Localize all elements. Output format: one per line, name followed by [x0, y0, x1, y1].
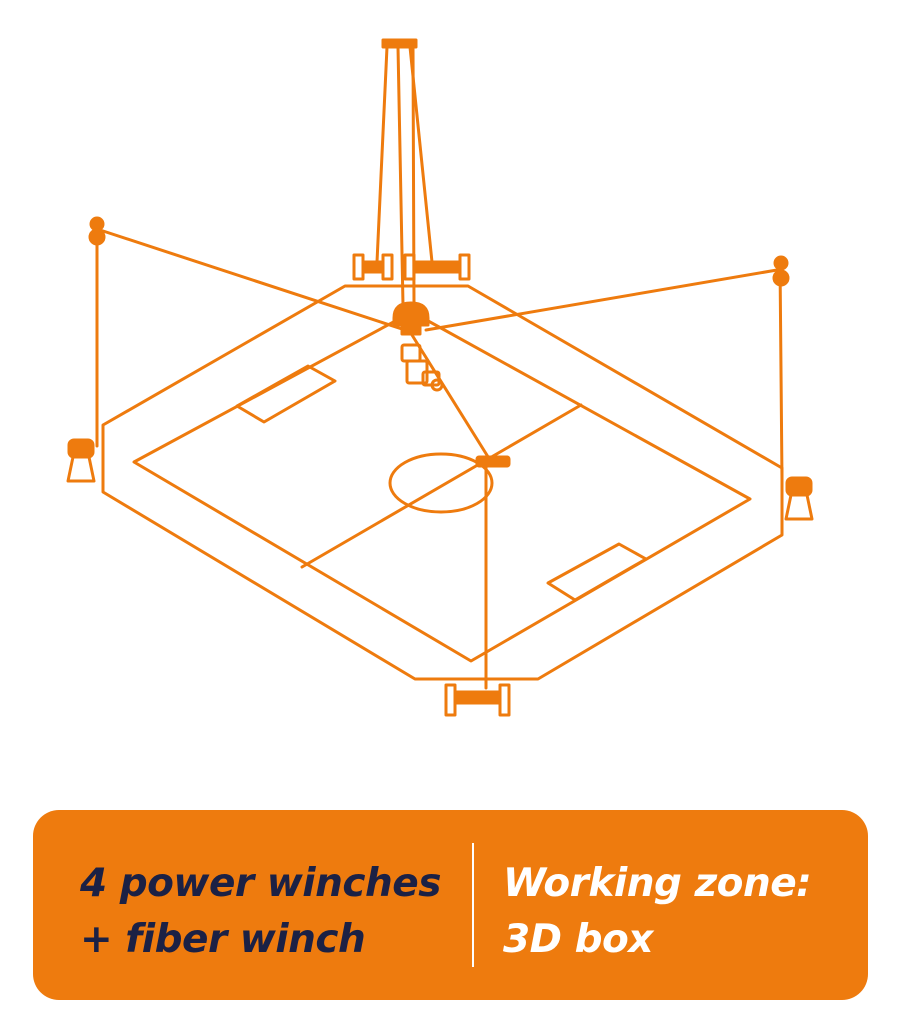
equipment-line-2: + fiber winch: [80, 917, 366, 962]
equipment-caption: 4 power winches + fiber winch: [80, 856, 441, 968]
fiber-winch-icon: [475, 455, 511, 468]
pulley-icon: [772, 255, 814, 521]
winch-icon: [403, 253, 471, 281]
working-zone-line-2: 3D box: [503, 917, 653, 962]
soccer-field-icon: [132, 310, 752, 663]
info-panel: 4 power winches + fiber winch Working zo…: [33, 810, 868, 1000]
working-zone-caption: Working zone: 3D box: [503, 856, 812, 968]
winch-icon: [444, 683, 511, 717]
cable-right: [424, 268, 779, 332]
cable-front: [410, 333, 492, 462]
pulley-icon: [66, 216, 106, 483]
cable-left: [98, 228, 407, 332]
cable-cam-icon: [392, 301, 430, 336]
stadium-perimeter: [101, 284, 784, 681]
equipment-line-1: 4 power winches: [80, 861, 441, 906]
cable-cam-diagram: [66, 38, 814, 717]
working-zone-line-1: Working zone:: [503, 861, 812, 906]
panel-divider: [472, 843, 474, 967]
camera-icon: [400, 343, 444, 392]
winch-icon: [352, 253, 394, 281]
